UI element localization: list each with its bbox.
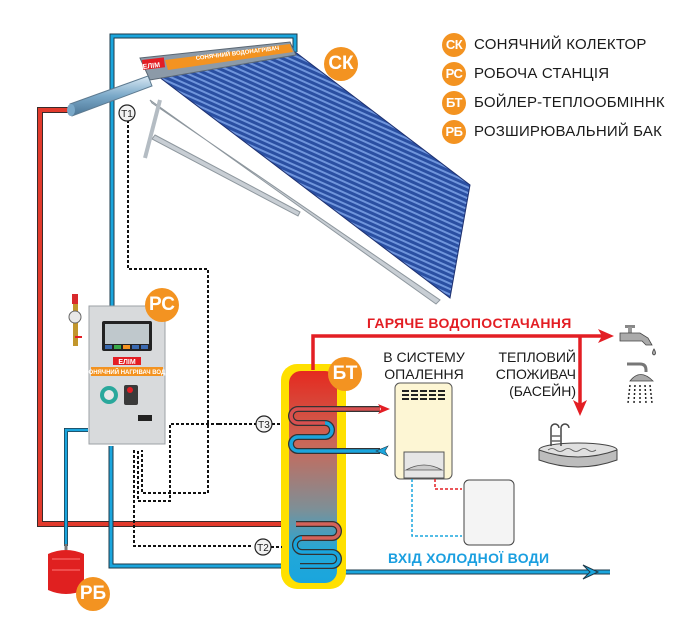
radiator — [463, 479, 515, 546]
heating-unit — [394, 382, 462, 537]
legend-badge: СК — [442, 32, 466, 57]
heating-label-line1: В СИСТЕМУ — [383, 349, 465, 365]
expansion-tank — [48, 544, 84, 594]
cold-water-inlet-pipe — [330, 564, 610, 580]
working-station: ЕЛІМ СОНЯЧНИЙ НАГРІВАЧ ВОДИ — [68, 294, 170, 445]
collector-brand: ЕЛІМ — [142, 62, 160, 71]
shower-icon — [627, 362, 654, 404]
expansion-pipe — [64, 428, 88, 546]
legend-badge: РС — [442, 61, 466, 86]
svg-text:T2: T2 — [257, 543, 269, 554]
hot-water-supply-label: ГАРЯЧЕ ВОДОПОСТАЧАННЯ — [367, 315, 572, 331]
station-banner-text: СОНЯЧНИЙ НАГРІВАЧ ВОДИ — [84, 368, 169, 376]
boiler-badge: БТ — [328, 357, 362, 391]
pool-icon — [538, 423, 618, 468]
legend-item-station: РС РОБОЧА СТАНЦІЯ — [442, 59, 665, 88]
cold-return-pipe — [109, 33, 298, 306]
legend-label: БОЙЛЕР-ТЕПЛООБМІННК — [474, 94, 665, 111]
legend-item-collector: СК СОНЯЧНИЙ КОЛЕКТОР — [442, 30, 665, 59]
tap-icon — [619, 325, 656, 356]
consumer-label-line2: СПОЖИВАЧ — [495, 366, 576, 382]
legend: СК СОНЯЧНИЙ КОЛЕКТОР РС РОБОЧА СТАНЦІЯ Б… — [442, 30, 665, 146]
station-brand: ЕЛІМ — [118, 359, 136, 366]
cold-inlet-arrow-icon — [582, 564, 600, 580]
heat-consumer-label: ТЕПЛОВИЙ СПОЖИВАЧ (БАСЕЙН) — [488, 349, 576, 400]
heating-system-label: В СИСТЕМУ ОПАЛЕННЯ — [383, 349, 465, 383]
heating-label-line2: ОПАЛЕННЯ — [384, 366, 464, 382]
sensor-t1: T1 — [118, 104, 136, 122]
sensor-t2: T2 — [254, 538, 282, 556]
legend-item-boiler: БТ БОЙЛЕР-ТЕПЛООБМІННК — [442, 88, 665, 117]
station-badge: РС — [145, 288, 179, 322]
expansion-tank-badge: РБ — [76, 577, 110, 611]
cold-water-inlet-label: ВХІД ХОЛОДНОЇ ВОДИ — [388, 550, 550, 566]
to-heating-arrow-icon — [378, 404, 390, 414]
boiler-heat-exchanger — [281, 364, 390, 589]
hot-supply-pipe — [37, 107, 300, 527]
legend-item-tank: РБ РОЗШИРЮВАЛЬНИЙ БАК — [442, 117, 665, 146]
hot-water-line — [311, 329, 614, 416]
legend-label: РОБОЧА СТАНЦІЯ — [474, 65, 610, 82]
consumer-label-line3: (БАСЕЙН) — [509, 383, 576, 399]
hot-to-tap-arrow-icon — [598, 329, 614, 343]
from-heating-arrow-icon — [375, 445, 389, 457]
svg-text:T3: T3 — [258, 420, 270, 431]
legend-badge: РБ — [442, 119, 466, 144]
sensor-t3: T3 — [219, 415, 282, 433]
consumer-label-line1: ТЕПЛОВИЙ — [498, 349, 577, 365]
legend-label: РОЗШИРЮВАЛЬНИЙ БАК — [474, 123, 663, 140]
hot-to-pool-arrow-icon — [573, 400, 587, 416]
station-to-boiler-pipe — [108, 446, 300, 569]
svg-text:T1: T1 — [121, 109, 133, 120]
legend-badge: БТ — [442, 90, 466, 115]
sensor-wires — [127, 120, 252, 547]
legend-label: СОНЯЧНИЙ КОЛЕКТОР — [474, 36, 647, 53]
collector-badge: СК — [324, 47, 358, 81]
